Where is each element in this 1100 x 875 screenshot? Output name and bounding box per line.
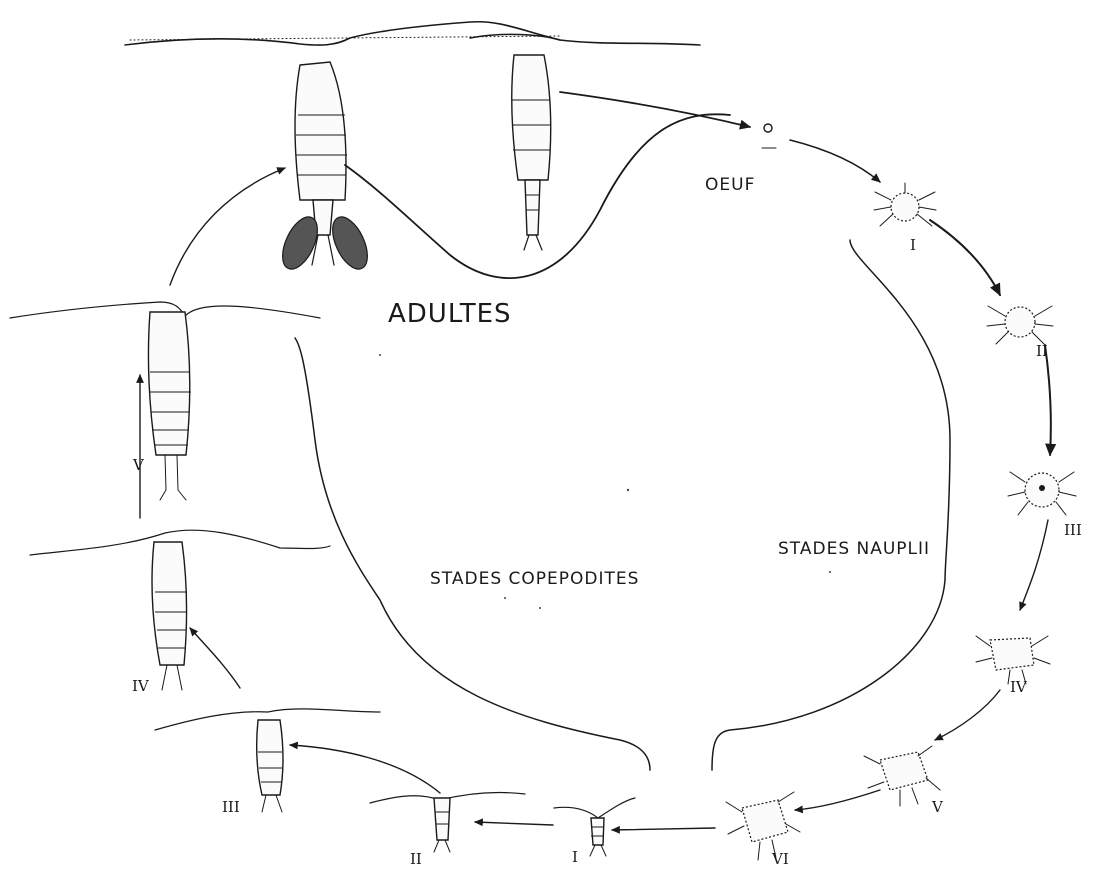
oeuf-label: OEUF [705,175,755,195]
stades-nauplii-label: STADES NAUPLII [778,539,930,559]
nauplius-5 [864,746,940,806]
stades-copepodites-label: STADES COPEPODITES [430,569,639,589]
copepodite-stage-5: V [132,456,145,474]
copepodites-bracket [295,338,650,770]
copepodite-3 [155,709,380,812]
copepodite-2 [370,793,525,852]
nauplius-3 [1008,472,1076,515]
nauplius-2 [987,306,1053,344]
nauplius-stage-4: IV [1010,678,1028,696]
nauplii-bracket [712,240,950,770]
nauplius-stage-6: VI [771,850,789,868]
egg [764,124,772,132]
copepodite-4 [30,530,330,690]
adult-male [470,34,700,250]
nauplius-1 [874,183,936,226]
nauplius-stage-5: V [931,798,944,816]
nauplius-stage-1: I [910,236,916,254]
arrow-to-egg [560,92,750,127]
nauplius-stage-2: II [1036,342,1048,360]
copepodite-5 [10,302,320,500]
copepodite-stage-2: II [410,850,422,868]
nauplius-6 [726,792,800,860]
adult-female [125,22,560,275]
copepodite-stage-1: I [572,848,578,866]
adultes-label: ADULTES [388,299,512,329]
copepodite-1 [554,798,635,856]
nauplius-4 [976,636,1050,684]
nauplius-stage-3: III [1064,521,1082,539]
copepodite-stage-3: III [222,798,240,816]
copepodite-stage-4: IV [132,677,150,695]
